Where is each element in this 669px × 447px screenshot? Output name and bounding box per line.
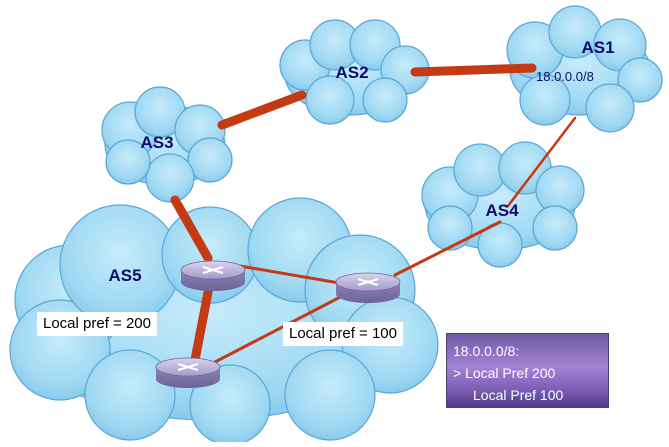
as1-prefix-label: 18.0.0.0/8 [536, 69, 594, 84]
link-router-a-router-b [238, 264, 347, 286]
router-b[interactable] [335, 272, 401, 303]
as1-label: AS1 [581, 38, 614, 57]
link-as3-router-a [170, 195, 213, 263]
as2-cloud [279, 19, 430, 125]
as5-label: AS5 [108, 266, 141, 285]
router-arrows-icon [177, 363, 199, 371]
route-table-alternate: Local Pref 100 [473, 387, 564, 403]
link-router-a-router-c [190, 277, 215, 365]
local-pref-200-label: Local pref = 200 [37, 312, 157, 336]
as4-cloud [421, 141, 585, 268]
link-as3-as2 [217, 90, 307, 130]
local-pref-100-label: Local pref = 100 [283, 322, 403, 346]
as4-label: AS4 [485, 201, 519, 220]
router-arrows-icon [202, 266, 224, 274]
link-as4-as1 [506, 116, 577, 208]
route-table-box: 18.0.0.0/8: > Local Pref 200 Local Pref … [446, 333, 609, 408]
router-c[interactable] [155, 357, 221, 388]
router-arrows-icon [357, 278, 379, 286]
as2-label: AS2 [335, 63, 368, 82]
router-a[interactable] [180, 260, 246, 291]
route-table-header: 18.0.0.0/8: [453, 343, 520, 359]
as3-label: AS3 [140, 133, 173, 152]
link-router-b-as4 [393, 220, 502, 277]
link-router-c-router-b [213, 291, 350, 364]
route-table-best: > Local Pref 200 [453, 365, 556, 381]
as3-cloud [101, 86, 233, 203]
link-as2-as1 [410, 63, 537, 77]
